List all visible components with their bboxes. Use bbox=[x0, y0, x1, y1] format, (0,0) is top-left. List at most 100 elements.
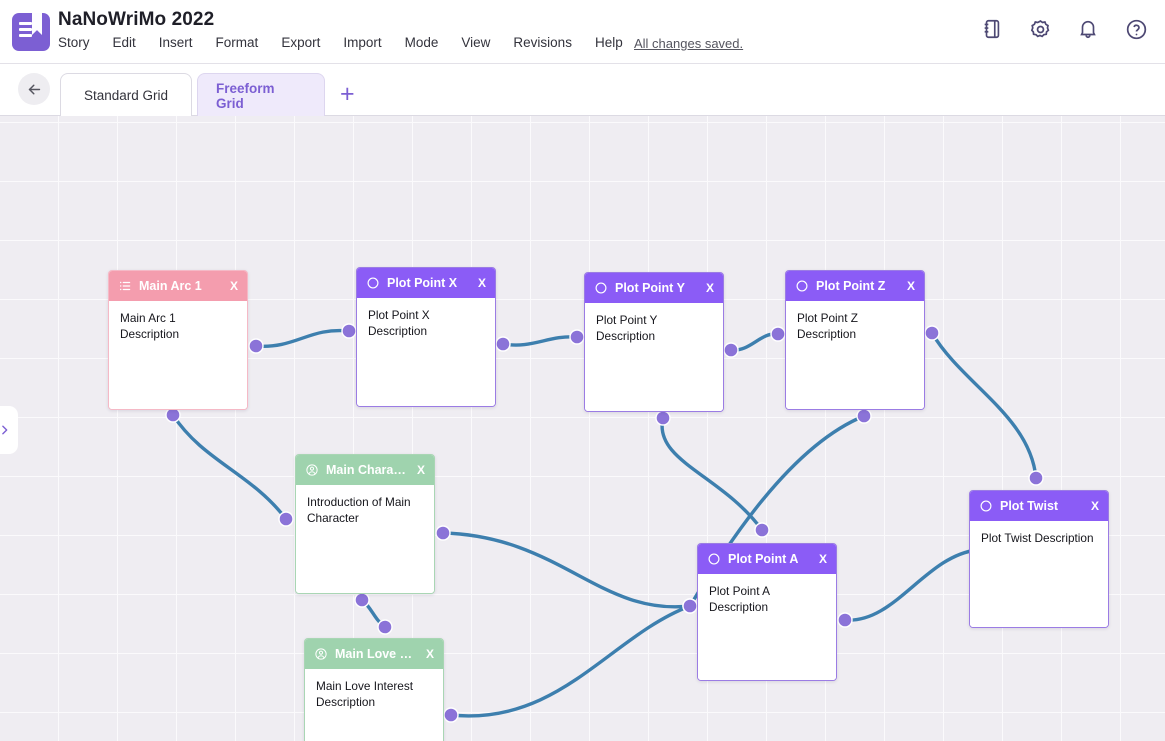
card-description[interactable]: Plot Twist Description bbox=[970, 521, 1108, 627]
menu-item-mode[interactable]: Mode bbox=[404, 35, 439, 50]
card-header[interactable]: Main Love Inter… X bbox=[305, 639, 443, 669]
connector-handle[interactable] bbox=[770, 326, 786, 342]
card-title: Plot Point Y bbox=[615, 281, 685, 295]
connector-line bbox=[930, 331, 1038, 480]
card-header[interactable]: Main Arc 1 X bbox=[109, 271, 247, 301]
character-icon bbox=[315, 648, 327, 660]
character-icon bbox=[306, 464, 318, 476]
card-description[interactable]: Plot Point X Description bbox=[357, 298, 495, 406]
menu-item-story[interactable]: Story bbox=[58, 35, 90, 50]
card-header[interactable]: Main Character X bbox=[296, 455, 434, 485]
card-title: Main Love Inter… bbox=[335, 647, 415, 661]
card-description[interactable]: Introduction of Main Character bbox=[296, 485, 434, 593]
card-close-button[interactable]: X bbox=[229, 279, 238, 293]
back-button[interactable] bbox=[18, 73, 50, 105]
connector-handle[interactable] bbox=[377, 619, 393, 635]
menu-item-import[interactable]: Import bbox=[343, 35, 382, 50]
notebook-logo-icon bbox=[12, 13, 50, 51]
menu-item-format[interactable]: Format bbox=[215, 35, 259, 50]
card-main-character[interactable]: Main Character X Introduction of Main Char… bbox=[295, 454, 435, 594]
card-title: Plot Point Z bbox=[816, 279, 886, 293]
connector-handle[interactable] bbox=[924, 325, 940, 341]
card-description[interactable]: Plot Point Z Description bbox=[786, 301, 924, 409]
connector-handle[interactable] bbox=[682, 598, 698, 614]
card-description[interactable]: Plot Point A Description bbox=[698, 574, 836, 680]
menu-item-insert[interactable]: Insert bbox=[158, 35, 193, 50]
card-title: Main Arc 1 bbox=[139, 279, 202, 293]
menu-item-edit[interactable]: Edit bbox=[112, 35, 136, 50]
card-close-button[interactable]: X bbox=[1090, 499, 1099, 513]
notebook-icon[interactable] bbox=[977, 14, 1007, 44]
connector-handle[interactable] bbox=[435, 525, 451, 541]
connector-handle[interactable] bbox=[1028, 470, 1044, 486]
bell-icon[interactable] bbox=[1073, 14, 1103, 44]
card-plot-point-y[interactable]: Plot Point Y X Plot Point Y Description bbox=[584, 272, 724, 412]
card-main-love-interest[interactable]: Main Love Inter… X Main Love Interest Desc… bbox=[304, 638, 444, 741]
menu-item-help[interactable]: Help bbox=[594, 35, 623, 50]
connector-line bbox=[449, 604, 692, 718]
card-plot-point-z[interactable]: Plot Point Z X Plot Point Z Description bbox=[785, 270, 925, 410]
card-close-button[interactable]: X bbox=[705, 281, 714, 295]
menu-item-revisions[interactable]: Revisions bbox=[513, 35, 572, 50]
app-header: NaNoWriMo 2022 Story Edit Insert Format Expo… bbox=[0, 0, 1165, 64]
connector-handle[interactable] bbox=[443, 707, 459, 723]
card-close-button[interactable]: X bbox=[425, 647, 434, 661]
tab-standard-grid[interactable]: Standard Grid bbox=[60, 73, 192, 117]
list-icon bbox=[119, 281, 131, 291]
circle-icon bbox=[708, 553, 720, 565]
add-tab-button[interactable]: + bbox=[340, 80, 355, 108]
menu-item-export[interactable]: Export bbox=[281, 35, 321, 50]
connector-handle[interactable] bbox=[354, 592, 370, 608]
menu-bar: Story Edit Insert Format Export Import Mode Vie… bbox=[58, 35, 623, 50]
card-close-button[interactable]: X bbox=[477, 276, 486, 290]
card-title: Plot Point A bbox=[728, 552, 799, 566]
connector-line bbox=[171, 413, 288, 521]
sidebar-toggle[interactable] bbox=[0, 406, 18, 454]
card-main-arc-1[interactable]: Main Arc 1 X Main Arc 1 Description bbox=[108, 270, 248, 410]
card-close-button[interactable]: X bbox=[818, 552, 827, 566]
card-header[interactable]: Plot Point Z X bbox=[786, 271, 924, 301]
circle-icon bbox=[796, 280, 808, 292]
connector-handle[interactable] bbox=[569, 329, 585, 345]
circle-icon bbox=[595, 282, 607, 294]
card-description[interactable]: Main Love Interest Description bbox=[305, 669, 443, 741]
menu-item-view[interactable]: View bbox=[461, 35, 491, 50]
card-description[interactable]: Plot Point Y Description bbox=[585, 303, 723, 411]
connector-handle[interactable] bbox=[856, 408, 872, 424]
header-icon-group bbox=[977, 14, 1151, 44]
card-header[interactable]: Plot Point A X bbox=[698, 544, 836, 574]
card-plot-point-a[interactable]: Plot Point A X Plot Point A Description bbox=[697, 543, 837, 681]
connector-line bbox=[660, 416, 764, 532]
connector-handle[interactable] bbox=[341, 323, 357, 339]
connector-handle[interactable] bbox=[248, 338, 264, 354]
card-header[interactable]: Plot Point Y X bbox=[585, 273, 723, 303]
tab-bar: Standard Grid Freeform Grid + bbox=[0, 64, 1165, 117]
save-status[interactable]: All changes saved. bbox=[634, 36, 744, 51]
connector-line bbox=[501, 335, 579, 347]
card-title: Main Character bbox=[326, 463, 406, 477]
connector-handle[interactable] bbox=[723, 342, 739, 358]
connector-handle[interactable] bbox=[837, 612, 853, 628]
card-close-button[interactable]: X bbox=[906, 279, 915, 293]
connector-layer bbox=[165, 323, 1044, 723]
connector-handle[interactable] bbox=[278, 511, 294, 527]
help-icon[interactable] bbox=[1121, 14, 1151, 44]
card-plot-point-x[interactable]: Plot Point X X Plot Point X Description bbox=[356, 267, 496, 407]
connector-handle[interactable] bbox=[655, 410, 671, 426]
circle-icon bbox=[980, 500, 992, 512]
page-title: NaNoWriMo 2022 bbox=[58, 9, 215, 30]
card-header[interactable]: Plot Point X X bbox=[357, 268, 495, 298]
card-description[interactable]: Main Arc 1 Description bbox=[109, 301, 247, 409]
circle-icon bbox=[367, 277, 379, 289]
gear-icon[interactable] bbox=[1025, 14, 1055, 44]
connector-handle[interactable] bbox=[754, 522, 770, 538]
connector-handle[interactable] bbox=[165, 407, 181, 423]
tab-freeform-grid[interactable]: Freeform Grid bbox=[197, 73, 325, 117]
connector-handle[interactable] bbox=[495, 336, 511, 352]
card-close-button[interactable]: X bbox=[416, 463, 425, 477]
card-title: Plot Point X bbox=[387, 276, 458, 290]
